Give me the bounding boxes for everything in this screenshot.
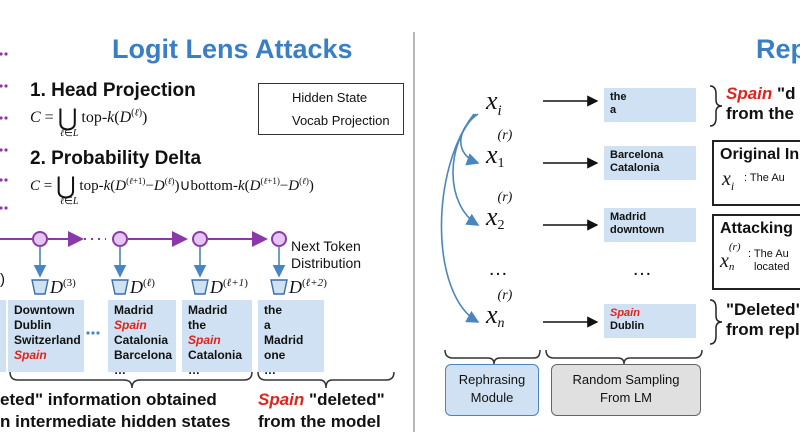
var-x-2: x(r)2 <box>486 190 513 233</box>
spain-deleted-note: Spain "d from the <box>726 84 796 123</box>
token-box-dl2: the a Madrid one … <box>258 300 324 377</box>
token-box-cutoff <box>0 300 6 372</box>
formula-head-projection: C = ⋃ top-k(D(ℓ)) ℓ∈L <box>30 106 148 139</box>
label-dl: D(ℓ) <box>130 277 155 297</box>
token-box-dl: Madrid Spain Catalonia Barcelona … <box>108 300 176 377</box>
brace-rephrase <box>444 349 541 365</box>
vocab-projection-icons <box>31 279 288 295</box>
output-box-xi: the a <box>604 88 696 122</box>
deleted-from-rephrase-note: "Deleted" from repl <box>726 300 800 339</box>
left-panel-title: Logit Lens Attacks <box>112 34 353 64</box>
var-x-1: x(r)1 <box>486 128 513 171</box>
output-box-x2: Madrid downtown <box>604 208 696 242</box>
intermediate-caption: eted" information obtained n intermediat… <box>0 390 231 431</box>
label-dl2: D(ℓ+2) <box>289 277 327 297</box>
output-box-xn: Spain Dublin <box>604 304 696 338</box>
original-input-frame: Original In xi : The Au <box>712 140 800 206</box>
next-token-label: Next Token Distribution <box>291 238 362 271</box>
legend: Hidden State Vocab Projection <box>258 83 404 135</box>
left-paren: ) <box>0 271 5 288</box>
brace-final <box>257 371 395 389</box>
left-edge-dots <box>0 52 8 210</box>
brace-sampling <box>545 349 703 365</box>
brace-bottom-right <box>709 299 723 345</box>
right-panel-title: Rep <box>756 34 800 64</box>
var-ellipsis: … <box>488 258 508 280</box>
hidden-state-nodes <box>32 231 287 247</box>
output-box-x1: Barcelona Catalonia <box>604 146 696 180</box>
label-dl1: D(ℓ+1) <box>210 277 248 297</box>
brace-top-right <box>709 85 723 127</box>
step-probability-delta: 2. Probability Delta <box>30 148 202 169</box>
box-gap-dots <box>86 331 100 335</box>
rephrasing-module: Rephrasing Module <box>445 364 539 416</box>
rephrasing-arcs <box>440 113 480 323</box>
formula-probability-delta: C = ⋃ top-k(D(ℓ+1)−D(ℓ))∪bottom-k(D(ℓ+1)… <box>30 174 314 207</box>
deleted-from-model-caption: Spain "deleted" from the model <box>258 390 385 431</box>
projection-arrows <box>33 246 286 278</box>
random-sampling-module: Random Sampling From LM <box>551 364 701 416</box>
token-box-dl1: Madrid the Spain Catalonia … <box>182 300 252 377</box>
var-x-i: xi <box>486 86 502 120</box>
var-x-n: x(r)n <box>486 288 513 331</box>
output-ellipsis: … <box>632 258 652 280</box>
brace-intermediate <box>9 371 253 389</box>
legend-vocab-projection-label: Vocab Projection <box>292 113 390 128</box>
label-d3: D(3) <box>50 277 76 297</box>
token-box-d3: Downtown Dublin Switzerland Spain <box>8 300 84 372</box>
output-arrows <box>543 95 599 328</box>
step-head-projection: 1. Head Projection <box>30 80 196 101</box>
legend-hidden-state-label: Hidden State <box>292 90 368 105</box>
